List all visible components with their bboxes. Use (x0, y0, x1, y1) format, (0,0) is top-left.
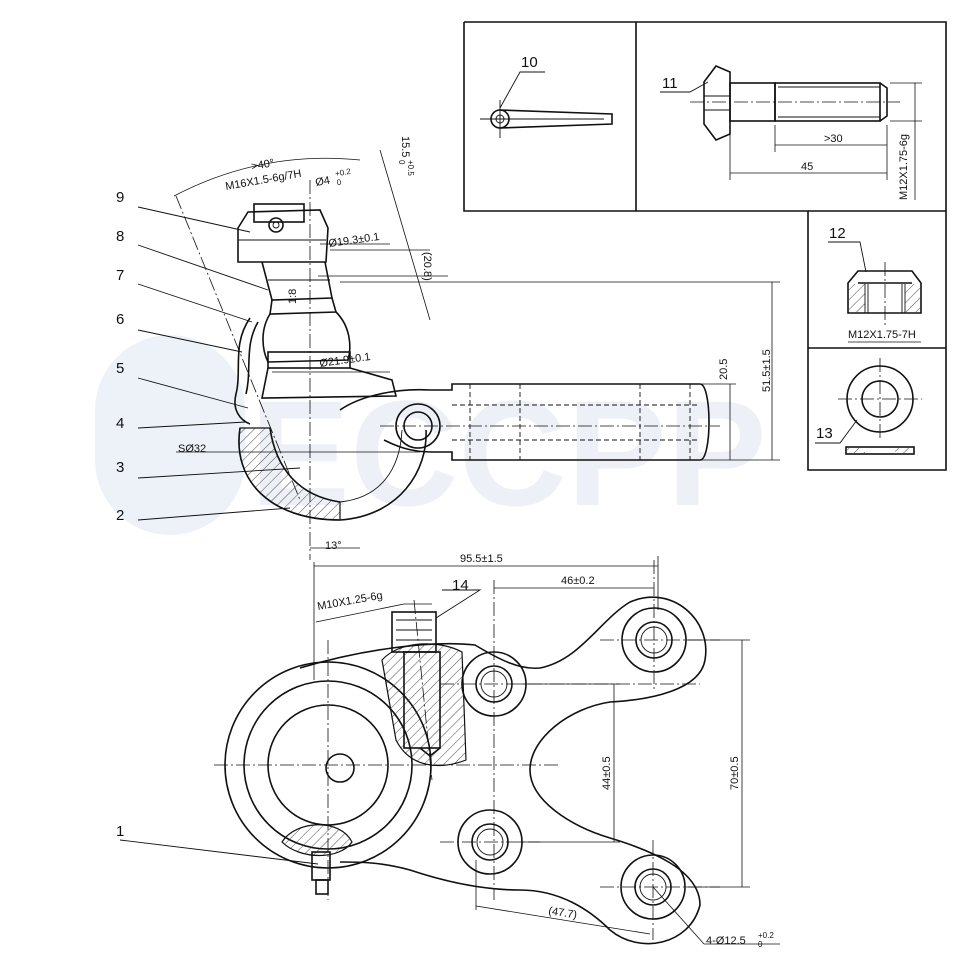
cotter-pin-detail (480, 71, 613, 138)
part-label-9: 9 (116, 189, 124, 206)
part-label-3: 3 (116, 459, 124, 476)
dim-44: 44±0.5 (601, 756, 613, 790)
dim-height-tol-upper: +0.5 (406, 160, 415, 176)
part-label-7: 7 (116, 267, 124, 284)
dim-angle-40: >40° (250, 157, 275, 173)
watermark: ECCPP (95, 335, 767, 537)
dim-47-7: (47.7) (548, 905, 578, 921)
dim-20-8: (20.8) (421, 252, 433, 281)
part-label-2: 2 (116, 507, 124, 524)
part-label-8: 8 (116, 228, 124, 245)
dim-70: 70±0.5 (729, 756, 741, 790)
dim-95-5: 95.5±1.5 (460, 553, 503, 565)
dim-hole-dia4-tol-upper: +0.2 (334, 167, 352, 179)
dim-thread-m16: M16X1.5-6g/7H (224, 168, 302, 193)
dim-taper: 1:8 (287, 289, 299, 304)
dim-sphere-32: SØ32 (178, 443, 206, 455)
dim-height-15-5: 15.5 +0.5 0 (397, 136, 415, 176)
washer-detail (815, 358, 922, 455)
dim-20-5: 20.5 (718, 359, 730, 380)
part-label-6: 6 (116, 311, 124, 328)
dim-height-tol-lower: 0 (397, 160, 406, 165)
part-label-12: 12 (829, 225, 846, 242)
plan-view (119, 556, 780, 945)
dim-height-15-5-value: 15.5 (399, 136, 411, 157)
part-label-14: 14 (452, 577, 469, 594)
dim-dia-21-9: Ø21.9±0.1 (319, 351, 371, 370)
dim-46: 46±0.2 (561, 575, 595, 587)
side-view (137, 149, 780, 560)
dim-51-5: 51.5±1.5 (761, 349, 773, 392)
dim-bolt-thread: M12X1.75-6g (898, 134, 910, 200)
dim-grease-thread: M10X1.25-6g (316, 590, 383, 613)
dim-angle-13: 13° (325, 540, 342, 552)
dim-bolt-length: 45 (801, 161, 813, 173)
dim-holes-value: 4-Ø12.5 (706, 935, 746, 947)
part-label-5: 5 (116, 360, 124, 377)
dim-hole-dia4-tol-lower: 0 (336, 178, 342, 188)
detail-dimensions: M12X1.75-6g >30 45 M12X1.75-7H (801, 133, 916, 341)
bolt-detail (660, 65, 922, 200)
detail-frames (463, 21, 947, 471)
part-label-1: 1 (116, 823, 124, 840)
dim-nut-thread: M12X1.75-7H (848, 329, 916, 341)
part-label-13: 13 (816, 425, 833, 442)
part-labels: 9 8 7 6 5 4 3 2 1 10 11 12 13 14 (116, 54, 846, 840)
nut-detail (828, 241, 922, 343)
dim-holes-tol-upper: +0.2 (758, 931, 774, 940)
part-label-4: 4 (116, 415, 124, 432)
dim-hole-dia4-value: Ø4 (314, 175, 331, 189)
dim-holes: 4-Ø12.5 +0.2 0 (706, 931, 774, 949)
dim-hole-dia4: Ø4 +0.2 0 (314, 167, 352, 189)
plan-view-dimensions: 95.5±1.5 46±0.2 M10X1.25-6g 44±0.5 70±0.… (316, 553, 774, 949)
part-label-11: 11 (662, 75, 678, 92)
dim-bolt-thread-len: >30 (824, 133, 843, 145)
dim-dia-19-3: Ø19.3±0.1 (328, 231, 380, 250)
part-label-10: 10 (521, 54, 538, 71)
dim-holes-tol-lower: 0 (758, 940, 763, 949)
